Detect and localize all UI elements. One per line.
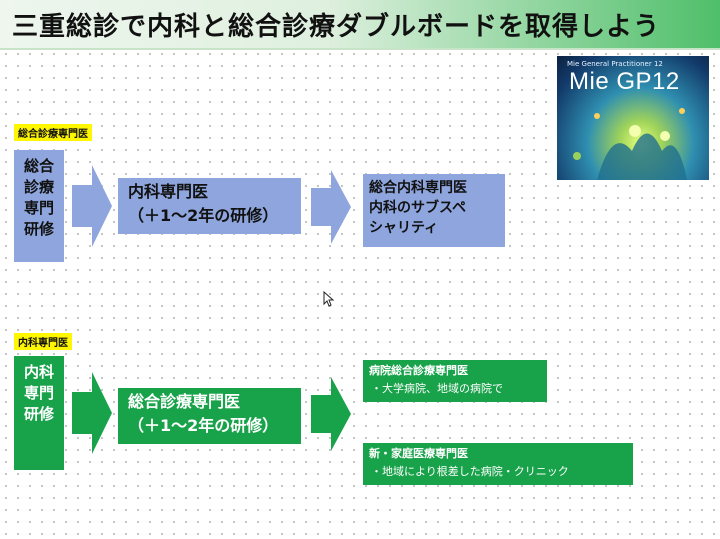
section2-arrow-2 bbox=[311, 377, 351, 451]
section2-outcome2-box: 新・家庭医療専門医 ・地域により根差した病院・クリニック bbox=[363, 443, 633, 485]
logo-illustration bbox=[573, 108, 687, 180]
section2-outcome1-box: 病院総合診療専門医 ・大学病院、地域の病院で bbox=[363, 360, 547, 402]
section1-label: 総合診療専門医 bbox=[14, 124, 92, 141]
outcome1-desc: ・大学病院、地域の病院で bbox=[371, 382, 503, 395]
outcome2-desc: ・地域により根差した病院・クリニック bbox=[371, 465, 569, 478]
section2-arrow-1 bbox=[72, 372, 112, 454]
section1-step3-box: 総合内科専門医 内科のサブスペ シャリティ bbox=[363, 174, 505, 247]
section2-step2-box: 総合診療専門医 （＋1～2年の研修） bbox=[118, 388, 301, 444]
section1-step1-box: 総合 診療 専門 研修 bbox=[14, 150, 64, 262]
logo-text: Mie GP12 bbox=[569, 68, 680, 95]
mie-gp12-logo: Mie General Practitioner 12 Mie GP12 bbox=[557, 56, 709, 180]
outcome2-title: 新・家庭医療専門医 bbox=[369, 447, 468, 460]
title-bar: 三重総診で内科と総合診療ダブルボードを取得しよう bbox=[0, 0, 720, 50]
slide-title: 三重総診で内科と総合診療ダブルボードを取得しよう bbox=[12, 12, 661, 42]
section1-arrow-2 bbox=[311, 170, 351, 244]
section2-label: 内科専門医 bbox=[14, 333, 72, 350]
logo-subtitle: Mie General Practitioner 12 bbox=[567, 60, 663, 68]
mouse-cursor-icon bbox=[323, 291, 335, 307]
section2-step1-box: 内科 専門 研修 bbox=[14, 356, 64, 470]
outcome1-title: 病院総合診療専門医 bbox=[369, 364, 468, 377]
section1-step2-box: 内科専門医 （＋1～2年の研修） bbox=[118, 178, 301, 234]
section1-arrow-1 bbox=[72, 165, 112, 247]
